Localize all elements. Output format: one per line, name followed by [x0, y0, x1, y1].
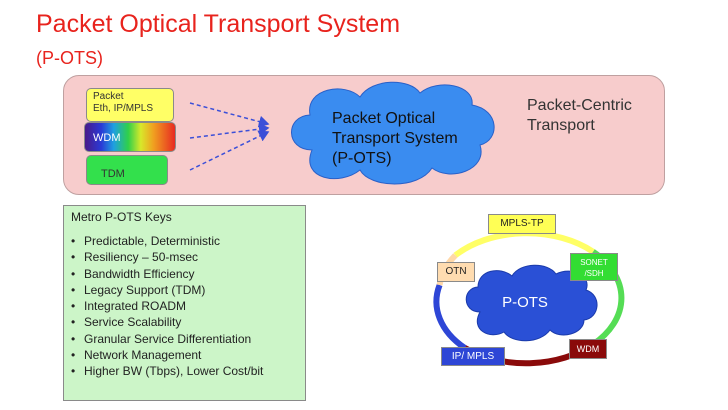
arrow-wdm	[189, 123, 270, 139]
ring-arc-mpls	[453, 230, 595, 258]
packet-box: Packet Eth, IP/MPLS	[86, 88, 174, 122]
keys-title: Metro P-OTS Keys	[71, 210, 172, 224]
ring-center-label: P-OTS	[502, 294, 548, 311]
metro-pots-keys-box: Metro P-OTS Keys Predictable, Determinis…	[63, 205, 306, 401]
keys-list: Predictable, Deterministic Resiliency – …	[71, 233, 305, 380]
key-item: Predictable, Deterministic	[71, 233, 305, 249]
ring-tag-wdm: WDM	[569, 339, 607, 359]
key-item: Resiliency – 50-msec	[71, 249, 305, 265]
key-item: Legacy Support (TDM)	[71, 282, 305, 298]
key-item: Granular Service Differentiation	[71, 331, 305, 347]
packet-box-line-1: Packet	[93, 91, 124, 102]
key-item: Bandwidth Efficiency	[71, 266, 305, 282]
sonet-line-1: SONET	[580, 258, 608, 267]
key-item: Network Management	[71, 347, 305, 363]
packet-centric-label: Packet-Centric Transport	[527, 96, 632, 136]
ring-tag-otn: OTN	[437, 262, 475, 282]
key-item: Higher BW (Tbps), Lower Cost/bit	[71, 363, 305, 379]
packet-box-line-2: Eth, IP/MPLS	[93, 103, 154, 114]
key-item: Service Scalability	[71, 314, 305, 330]
cloud-label-line-2: Transport System	[332, 130, 458, 147]
packet-centric-line-1: Packet-Centric	[527, 97, 632, 114]
tdm-box: TDM	[86, 155, 168, 185]
cloud-label-line-3: (P-OTS)	[332, 150, 392, 167]
key-item: Integrated ROADM	[71, 298, 305, 314]
packet-centric-line-2: Transport	[527, 117, 595, 134]
arrow-tdm	[189, 130, 270, 171]
ring-arc-ip	[433, 283, 467, 351]
sonet-line-2: /SDH	[584, 269, 604, 278]
page-subtitle: (P-OTS)	[36, 48, 103, 68]
cloud-label: Packet Optical Transport System (P-OTS)	[332, 109, 492, 169]
top-cloud	[291, 81, 495, 185]
ring-tag-sonet-sdh: SONET /SDH	[570, 253, 618, 281]
cloud-label-line-1: Packet Optical	[332, 110, 436, 127]
arrow-packet	[189, 102, 270, 128]
ring-tag-ip-mpls: IP/ MPLS	[441, 347, 505, 366]
page-title: Packet Optical Transport System	[36, 10, 401, 38]
ring-tag-mpls-tp: MPLS-TP	[488, 214, 556, 234]
center-cloud	[465, 264, 598, 342]
wdm-box: WDM	[84, 122, 176, 152]
